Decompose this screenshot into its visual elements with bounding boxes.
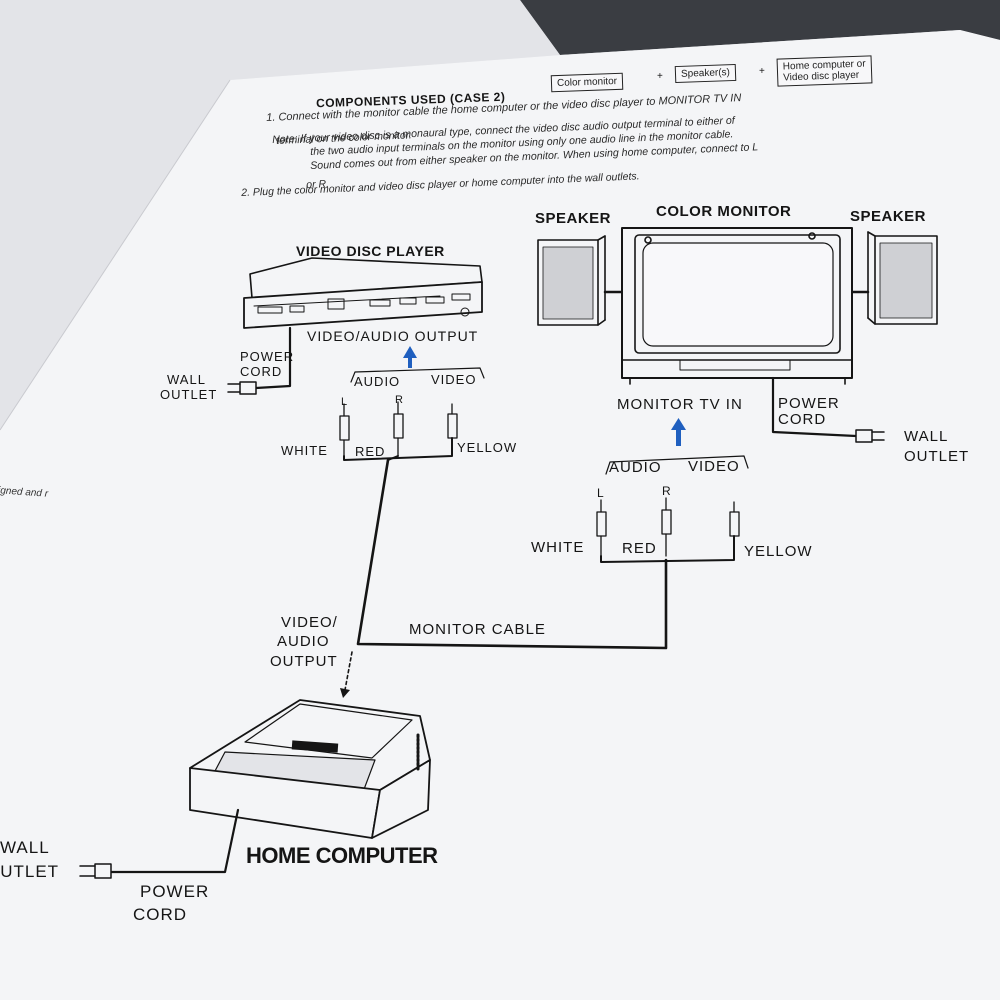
label-home-computer: HOME COMPUTER (246, 843, 438, 868)
monitor-cable-line (356, 458, 668, 650)
label-speaker-right: SPEAKER (850, 208, 927, 225)
label-monitor-white: WHITE (531, 539, 585, 556)
color-monitor (621, 227, 853, 385)
label-hc-output-1: VIDEO/ (281, 614, 338, 631)
vdp-power-cord (254, 326, 292, 390)
label-video-disc-player: VIDEO DISC PLAYER (296, 243, 445, 259)
label-vdp-power-2: CORD (240, 364, 283, 379)
label-hc-power-1: POWER (140, 882, 210, 901)
label-color-monitor: COLOR MONITOR (656, 203, 792, 220)
label-monitor-power-1: POWER (778, 395, 840, 412)
label-monitor-video: VIDEO (688, 458, 740, 475)
label-vdp-video: VIDEO (431, 372, 477, 387)
label-monitor-yellow: YELLOW (744, 543, 813, 560)
label-monitor-tv-in: MONITOR TV IN (617, 396, 743, 413)
label-monitor-l: L (597, 486, 604, 500)
label-vdp-red: RED (355, 444, 386, 459)
label-monitor-r: R (662, 484, 671, 498)
hc-wall-plug (79, 863, 112, 879)
signal-arrows (403, 346, 686, 446)
right-speaker (867, 231, 938, 325)
plus-sign-2: + (759, 66, 765, 77)
label-speaker-left: SPEAKER (535, 210, 612, 227)
label-monitor-red: RED (622, 540, 657, 557)
left-page (0, 0, 560, 430)
home-computer (189, 699, 431, 839)
label-hc-output-3: OUTPUT (270, 653, 338, 670)
monitor-power-cord (771, 376, 858, 438)
monitor-plug-white (596, 499, 607, 557)
monitor-wall-plug (855, 429, 885, 443)
label-vdp-r: R (395, 394, 403, 406)
label-hc-wall-1: WALL (0, 838, 50, 857)
label-hc-power-2: CORD (133, 905, 188, 924)
video-disc-player (243, 257, 483, 329)
label-vdp-power-1: POWER (240, 349, 295, 364)
plus-sign-1: + (657, 71, 663, 82)
vdp-output-arrow-shaft (408, 356, 412, 368)
label-vdp-l: L (341, 396, 348, 408)
label-monitor-cable: MONITOR CABLE (409, 621, 546, 638)
vdp-plug-white (339, 403, 350, 457)
label-vdp-white: WHITE (281, 443, 328, 458)
label-monitor-power-2: CORD (778, 411, 827, 428)
label-vdp-wall-2: OUTLET (160, 387, 218, 402)
label-vdp-output: VIDEO/AUDIO OUTPUT (307, 328, 479, 344)
label-hc-wall-2: OUTLET (0, 862, 60, 881)
label-vdp-yellow: YELLOW (457, 440, 518, 455)
hc-power-cord (108, 808, 240, 874)
label-monitor-wall-1: WALL (904, 428, 949, 445)
vdp-output-arrow-head (403, 346, 417, 358)
label-hc-output-2: AUDIO (277, 633, 330, 650)
label-monitor-audio: AUDIO (609, 459, 662, 476)
monitor-input-arrow-head (671, 418, 686, 430)
vdp-plug-red (393, 401, 404, 457)
label-monitor-wall-2: OUTLET (904, 448, 970, 465)
monitor-plug-red (661, 497, 672, 557)
label-vdp-wall-1: WALL (167, 372, 206, 387)
tabletop (520, 0, 1000, 55)
left-speaker (537, 235, 606, 326)
vdp-wall-plug (227, 381, 257, 395)
label-vdp-audio: AUDIO (354, 374, 401, 389)
monitor-input-arrow-shaft (676, 428, 681, 446)
